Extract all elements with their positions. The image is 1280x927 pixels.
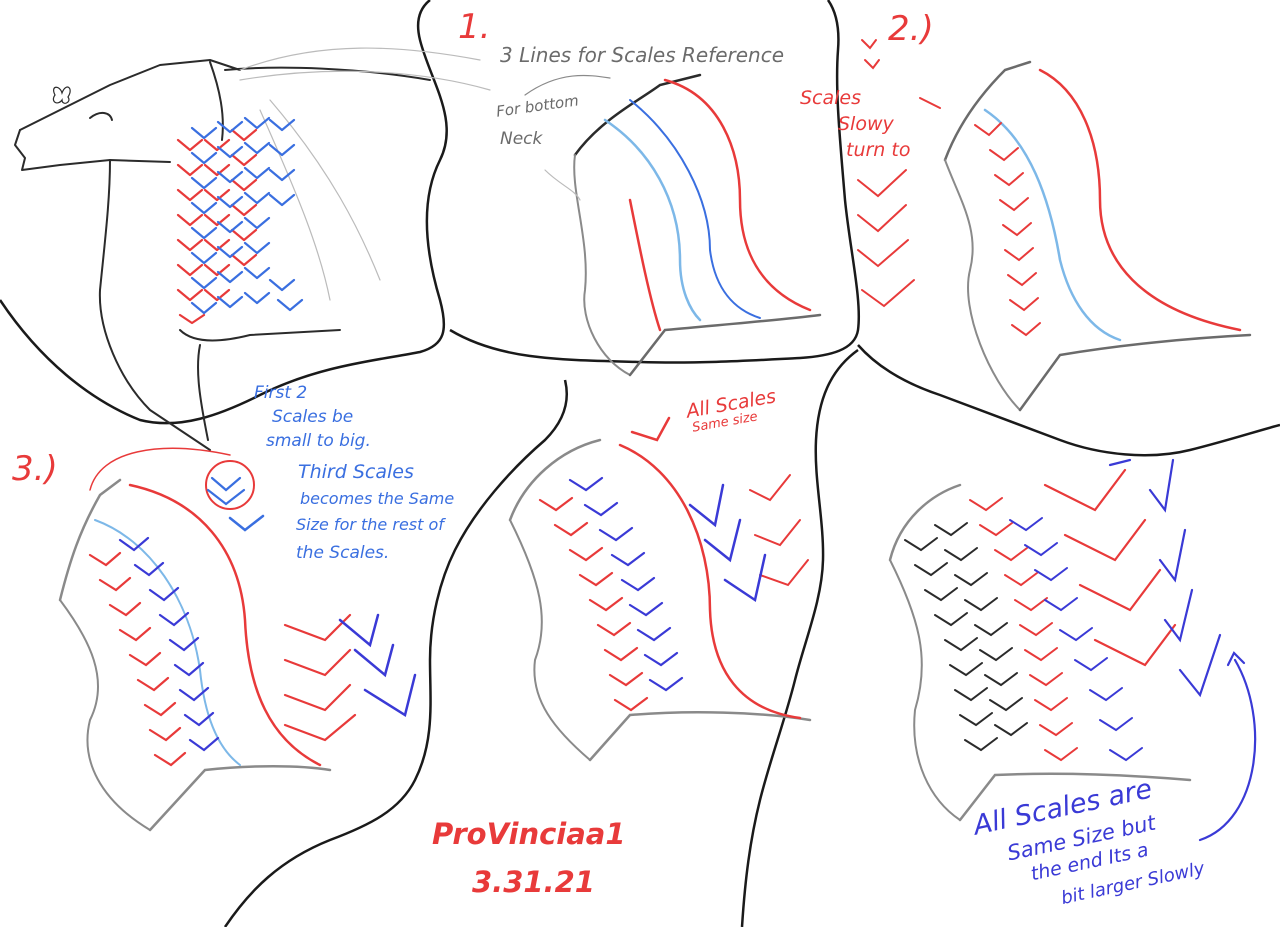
signature-date: 3.31.21	[472, 865, 595, 899]
neck-sketch-step3	[58, 447, 417, 832]
note-first-two-line1: First 2	[254, 383, 308, 403]
note-third-line3: Size for the rest of	[296, 515, 444, 534]
note-scales-turn-line2: Slowy	[838, 113, 894, 135]
artist-signature: ProVinciaa1	[432, 817, 626, 851]
note-first-two-line2: Scales be	[272, 407, 354, 427]
dragon-head-sketch	[14, 47, 491, 451]
step-number-1: 1.	[458, 7, 491, 47]
step-number-2: 2.)	[888, 9, 934, 49]
note-first-two-line3: small to big.	[266, 431, 371, 451]
note-third-line2: becomes the Same	[300, 489, 455, 508]
neck-sketch-step2	[857, 39, 1252, 412]
note-bottom-neck-line2: Neck	[500, 129, 543, 149]
neck-sketch-step4	[508, 416, 812, 762]
note-third-line4: the Scales.	[296, 543, 390, 563]
note-scales-turn-line3: turn to	[846, 139, 911, 161]
note-third-line1: Third Scales	[298, 461, 414, 483]
step-number-3: 3.)	[12, 449, 58, 489]
neck-sketch-step1	[524, 73, 822, 377]
note-scales-turn-line1: Scales	[800, 87, 862, 109]
neck-sketch-step5	[888, 458, 1257, 842]
note-lines-reference: 3 Lines for Scales Reference	[500, 43, 785, 67]
butterfly-sketch	[52, 86, 71, 104]
